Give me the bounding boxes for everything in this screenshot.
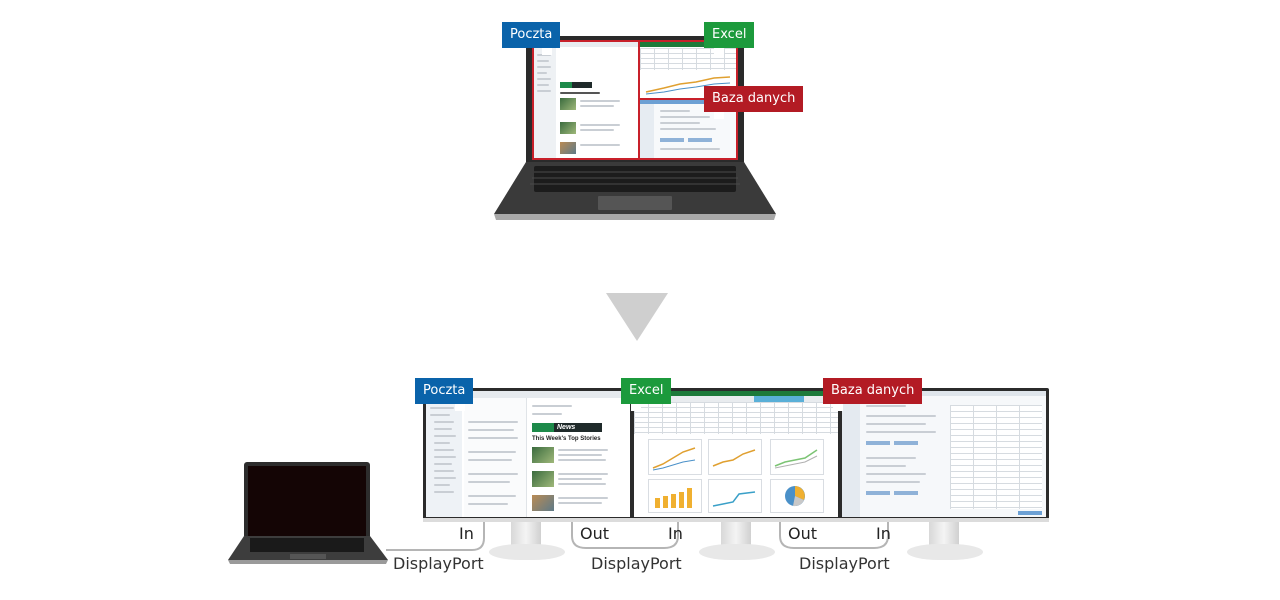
excel-chart-5 <box>708 479 762 513</box>
keyboard-icon <box>494 162 776 220</box>
database-window <box>640 100 736 158</box>
displayport-cables <box>386 522 889 551</box>
excel-chart-4 <box>648 479 702 513</box>
top-laptop <box>490 36 780 226</box>
port-out-1: Out <box>580 524 610 543</box>
port-out-2: Out <box>788 524 818 543</box>
excel-chart-1 <box>648 439 702 475</box>
mail-window <box>534 42 638 158</box>
displayport-label-1: DisplayPort <box>393 554 484 573</box>
database-tag-bottom: Baza danych <box>823 378 923 411</box>
port-in-1: In <box>459 524 474 543</box>
excel-chart-6 <box>770 479 824 513</box>
excel-chart-2 <box>708 439 762 475</box>
mail-tag-top: Poczta <box>502 22 561 55</box>
keyboard-icon <box>228 536 388 564</box>
excel-mini-chart <box>645 76 731 95</box>
down-arrow-icon <box>606 293 668 341</box>
mail-window-large: News This Week's Top Stories <box>426 391 630 517</box>
port-in-2: In <box>668 524 683 543</box>
database-window-large <box>842 391 1046 517</box>
news-banner-text: News <box>557 424 576 431</box>
monitor-excel <box>631 388 841 566</box>
excel-chart-3 <box>770 439 824 475</box>
laptop-screen <box>532 40 738 160</box>
displayport-label-3: DisplayPort <box>799 554 890 573</box>
mail-tag-bottom: Poczta <box>415 378 474 411</box>
news-heading: This Week's Top Stories <box>532 436 601 442</box>
excel-tag-top: Excel <box>704 22 755 55</box>
displayport-label-2: DisplayPort <box>591 554 682 573</box>
monitor-mail: News This Week's Top Stories <box>423 388 633 566</box>
source-laptop <box>226 462 391 568</box>
excel-tag-bottom: Excel <box>621 378 672 411</box>
port-in-3: In <box>876 524 891 543</box>
database-tag-top: Baza danych <box>704 86 804 119</box>
monitor-database <box>839 388 1049 566</box>
excel-window-large <box>634 391 838 517</box>
